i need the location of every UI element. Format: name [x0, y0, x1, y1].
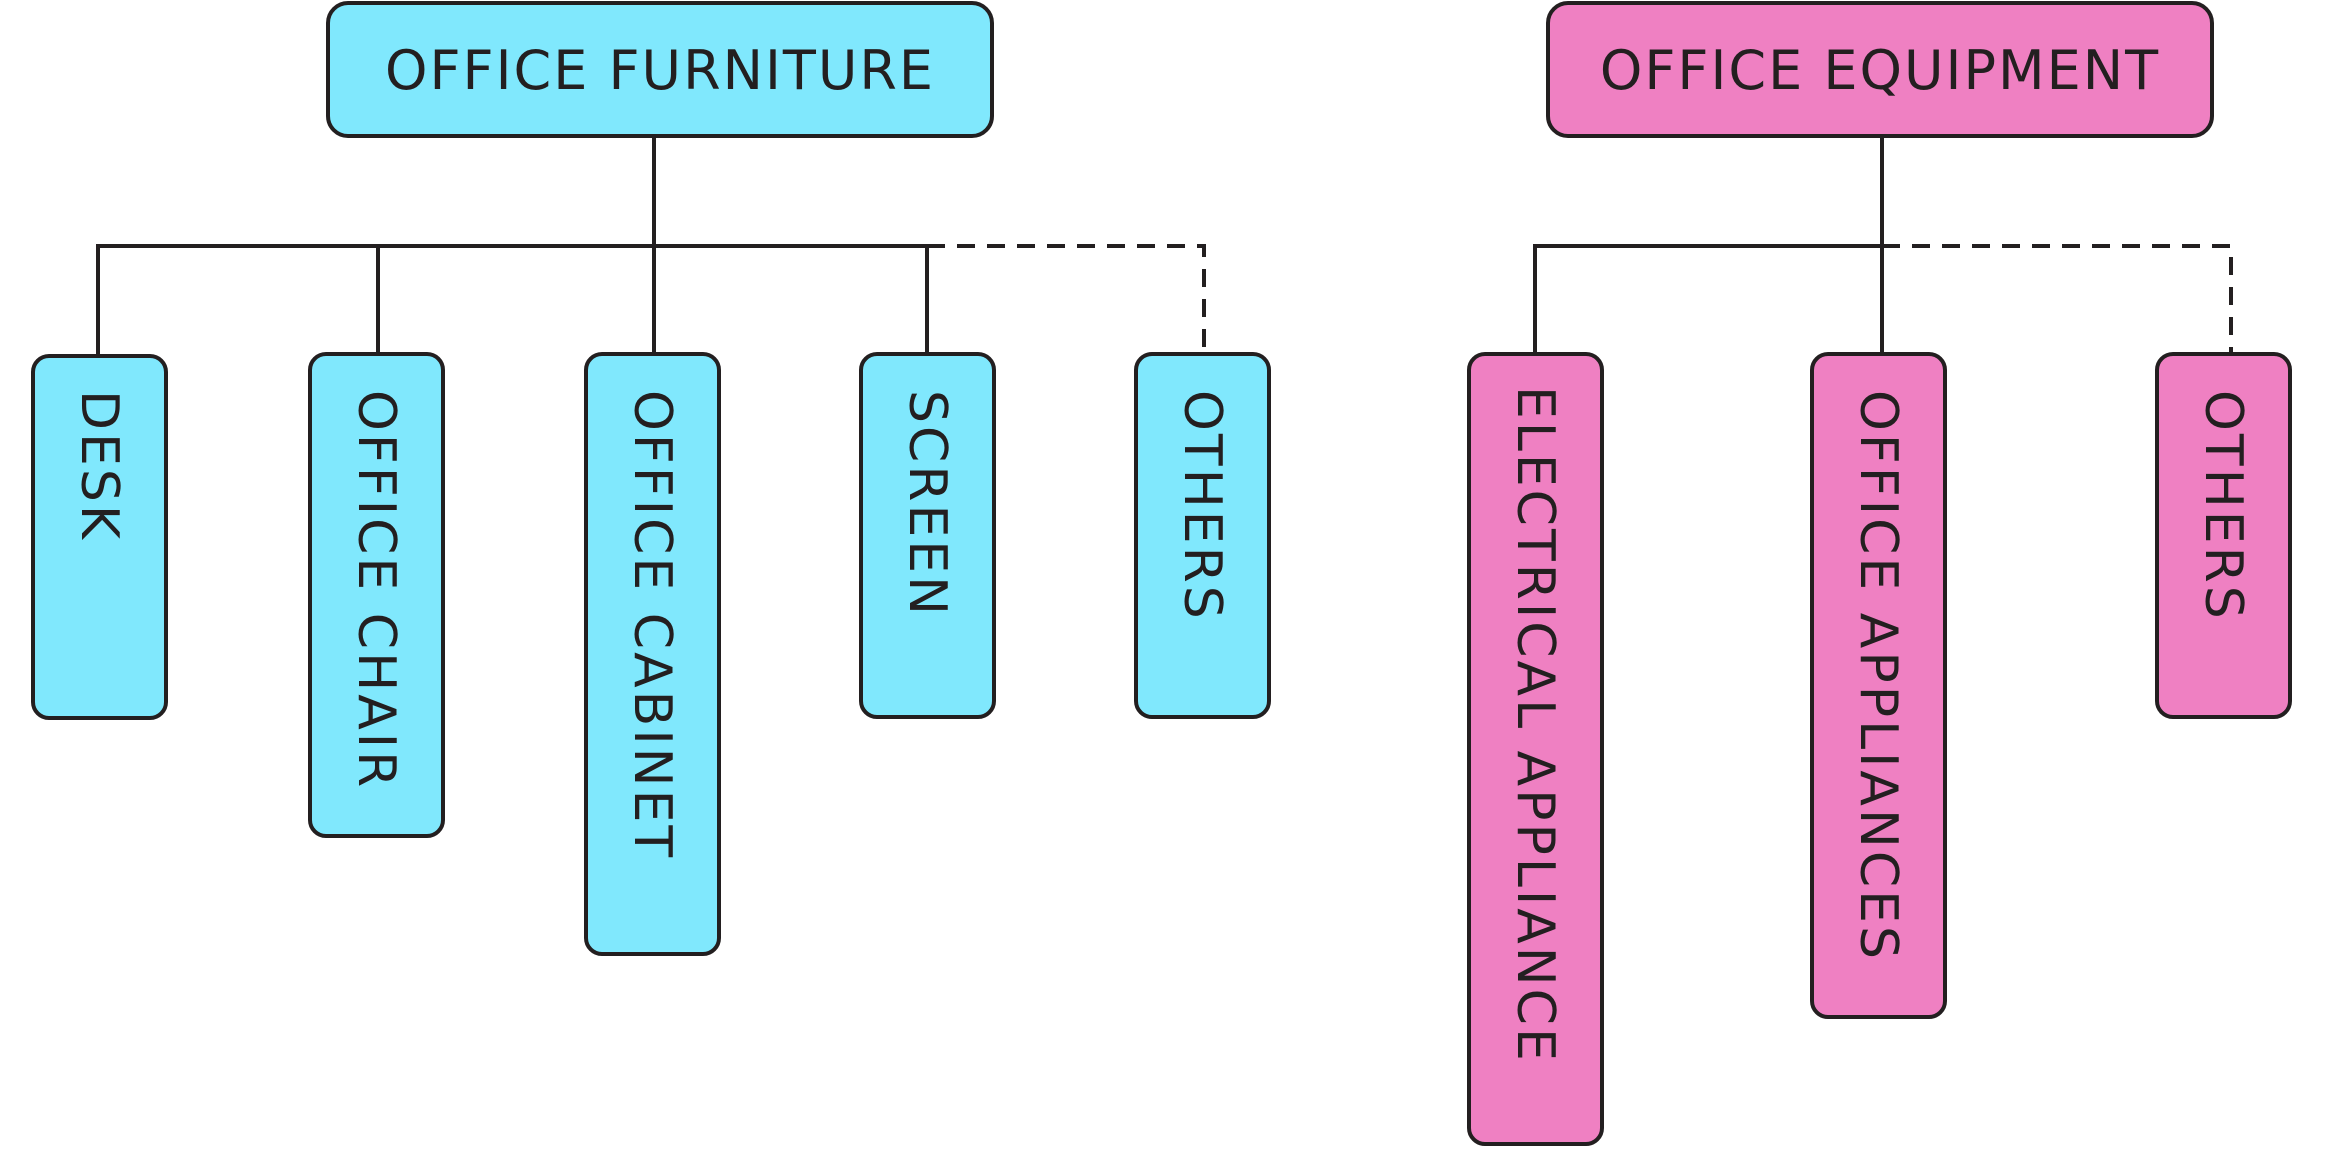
- office-cabinet-label: OFFICE CABINET: [622, 390, 682, 860]
- screen-label: SCREEN: [897, 390, 957, 618]
- equipment-others-box: [2155, 352, 2292, 719]
- office-furniture-box: [326, 1, 994, 138]
- electrical-appliance-node: ELECTRICAL APPLIANCE: [1467, 352, 1604, 1146]
- office-cabinet-box: [584, 352, 721, 956]
- office-equipment-title: OFFICE EQUIPMENT: [1600, 39, 2160, 102]
- equipment-others-node: OTHERS: [2155, 352, 2292, 719]
- connector-equipment-others-dashed: [1882, 244, 2233, 355]
- equipment-others-label: OTHERS: [2193, 390, 2253, 622]
- equipment-connectors: [1533, 134, 2233, 357]
- desk-node: DESK: [31, 354, 168, 720]
- office-equipment-node: OFFICE EQUIPMENT: [1546, 1, 2214, 138]
- screen-box: [859, 352, 996, 719]
- office-furniture-node: OFFICE FURNITURE: [326, 1, 994, 138]
- office-appliances-node: OFFICE APPLIANCES: [1810, 352, 1947, 1019]
- office-chair-label: OFFICE CHAIR: [346, 390, 406, 790]
- desk-label: DESK: [69, 390, 129, 542]
- office-appliances-box: [1810, 352, 1947, 1019]
- office-cabinet-node: OFFICE CABINET: [584, 352, 721, 956]
- office-chair-box: [308, 352, 445, 838]
- office-chair-node: OFFICE CHAIR: [308, 352, 445, 838]
- office-furniture-title: OFFICE FURNITURE: [385, 39, 935, 102]
- screen-node: SCREEN: [859, 352, 996, 719]
- furniture-others-label: OTHERS: [1172, 390, 1232, 622]
- electrical-appliance-box: [1467, 352, 1604, 1146]
- office-equipment-box: [1546, 1, 2214, 138]
- furniture-others-box: [1134, 352, 1271, 719]
- electrical-appliance-label: ELECTRICAL APPLIANCE: [1505, 386, 1565, 1064]
- furniture-others-node: OTHERS: [1134, 352, 1271, 719]
- desk-box: [31, 354, 168, 720]
- connector-furniture-others-dashed: [927, 244, 1206, 355]
- furniture-connectors: [96, 134, 1206, 360]
- office-appliances-label: OFFICE APPLIANCES: [1848, 390, 1908, 962]
